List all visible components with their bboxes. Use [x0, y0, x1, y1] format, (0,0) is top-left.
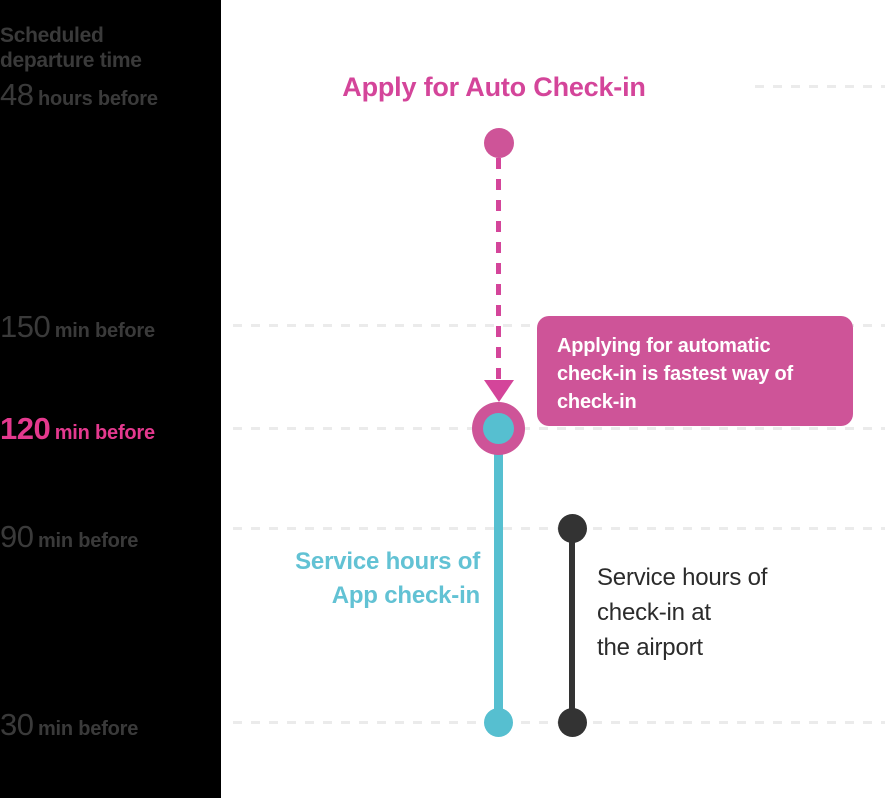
app-checkin-caption-line2: App check-in: [331, 582, 480, 609]
axis-label-90-min: 90 min before: [0, 519, 221, 555]
axis-label-30-min: 30 min before: [0, 707, 221, 743]
auto-checkin-tooltip: Applying for automatic check-in is faste…: [537, 316, 853, 426]
pink-dashed-connector: [496, 158, 501, 383]
axis-label-150-min: 150 min before: [0, 309, 221, 345]
axis-label-120-min: 120 min before: [0, 411, 221, 447]
airport-checkin-caption-line2: check-in at: [597, 599, 711, 626]
axis-label-90-min-value: 90: [0, 519, 34, 554]
checkin-ring-marker-inner: [483, 413, 514, 444]
app-checkin-caption-line1: Service hours of: [295, 548, 480, 575]
axis-label-30-min-value: 30: [0, 707, 34, 742]
axis-label-90-min-unit: min before: [37, 530, 139, 552]
axis-label-150-min-unit: min before: [54, 320, 155, 342]
axis-label-120-min-value: 120: [0, 411, 51, 446]
app-checkin-bar: [494, 440, 503, 722]
axis-panel: Scheduled departure time 48 hours before…: [0, 0, 221, 798]
axis-label-48-hours-value: 48: [0, 77, 34, 112]
apply-auto-checkin-heading: Apply for Auto Check-in: [233, 70, 755, 105]
airport-checkin-bar: [569, 528, 575, 722]
scheduled-caption-line1: Scheduled: [0, 24, 104, 47]
scheduled-caption-line2: departure time: [0, 49, 142, 72]
scheduled-departure-caption: Scheduled departure time: [0, 23, 221, 73]
airport-checkin-caption-line1: Service hours of: [597, 564, 768, 591]
axis-label-48-hours: 48 hours before: [0, 77, 221, 113]
airport-checkin-end-dot: [558, 708, 587, 737]
pink-arrowhead-icon: [484, 380, 514, 402]
axis-label-150-min-value: 150: [0, 309, 51, 344]
airport-checkin-caption-line3: the airport: [597, 634, 703, 661]
axis-label-120-min-unit: min before: [54, 422, 155, 444]
pink-start-dot: [484, 128, 514, 158]
app-checkin-caption: Service hours of App check-in: [240, 545, 480, 613]
app-checkin-end-dot: [484, 708, 513, 737]
axis-label-48-hours-unit: hours before: [37, 88, 158, 110]
airport-checkin-caption: Service hours of check-in at the airport: [597, 560, 867, 665]
axis-label-30-min-unit: min before: [37, 718, 139, 740]
gridline-120-min: [233, 427, 885, 430]
